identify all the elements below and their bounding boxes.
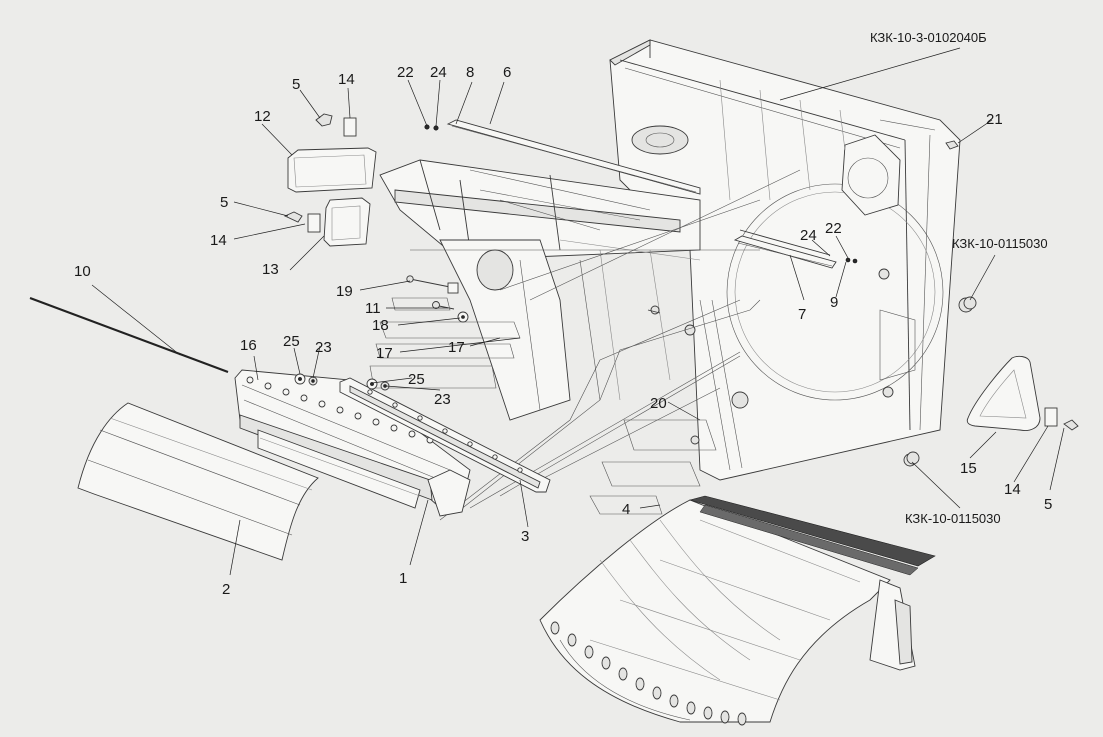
part-6-strip xyxy=(446,119,701,195)
callout-17a: 17 xyxy=(376,345,393,362)
callout-13: 13 xyxy=(262,261,279,278)
callout-17b: 17 xyxy=(448,339,465,356)
callout-25b: 25 xyxy=(408,371,425,388)
callout-3: 3 xyxy=(521,528,529,545)
callout-9: 9 xyxy=(830,294,838,311)
housing-frame xyxy=(609,39,974,481)
bolts-center xyxy=(406,275,661,323)
callout-12: 12 xyxy=(254,108,271,125)
wing-bolts-left xyxy=(283,113,357,233)
concave-grate xyxy=(539,495,936,726)
callout-2: 2 xyxy=(222,581,230,598)
assembly-code-labels: КЗК-10-3-0102040Б КЗК-10-0115030 КЗК-10-… xyxy=(870,30,1048,526)
callout-23b: 23 xyxy=(434,391,451,408)
hinge-knuckles xyxy=(246,376,434,444)
callout-18: 18 xyxy=(372,317,389,334)
part-2-shield xyxy=(77,402,319,561)
assembly-code-main: КЗК-10-3-0102040Б xyxy=(870,30,987,45)
callout-20: 20 xyxy=(650,395,667,412)
callout-21: 21 xyxy=(986,111,1003,128)
callout-14b: 14 xyxy=(210,232,227,249)
callout-5c: 5 xyxy=(1044,496,1052,513)
callout-10: 10 xyxy=(74,263,91,280)
callout-6: 6 xyxy=(503,64,511,81)
part-13-gasket-frame xyxy=(323,197,371,247)
callout-14a: 14 xyxy=(338,71,355,88)
concave-rollers xyxy=(550,621,747,726)
frame-structure xyxy=(379,159,701,445)
callout-24a: 24 xyxy=(430,64,447,81)
assembly-code-sub-lower: КЗК-10-0115030 xyxy=(905,511,1001,526)
part-3-bar xyxy=(339,377,551,493)
assembly-code-sub-upper: КЗК-10-0115030 xyxy=(952,236,1048,251)
washers-nuts xyxy=(294,373,390,391)
callout-1: 1 xyxy=(399,570,407,587)
callout-15: 15 xyxy=(960,460,977,477)
callout-14c: 14 xyxy=(1004,481,1021,498)
part-7-strip xyxy=(733,235,837,269)
callout-numbers: 1 2 3 4 5 5 5 6 7 8 9 10 11 12 13 14 14 … xyxy=(74,64,1052,598)
fasteners-upper xyxy=(424,124,977,465)
callout-19: 19 xyxy=(336,283,353,300)
callout-8: 8 xyxy=(466,64,474,81)
callout-11: 11 xyxy=(365,300,381,317)
leader-lines xyxy=(91,47,1065,576)
callout-16: 16 xyxy=(240,337,257,354)
callout-22a: 22 xyxy=(397,64,414,81)
part-1-beater-housing xyxy=(234,369,471,517)
callout-24b: 24 xyxy=(800,227,817,244)
callout-23a: 23 xyxy=(315,339,332,356)
callout-5a: 5 xyxy=(292,76,300,93)
callout-25a: 25 xyxy=(283,333,300,350)
part-15-gasket xyxy=(966,355,1079,431)
callout-4: 4 xyxy=(622,501,630,518)
callout-22b: 22 xyxy=(825,220,842,237)
part-12-gasket-frame xyxy=(287,147,377,193)
part-10-rod xyxy=(29,296,229,374)
callout-5b: 5 xyxy=(220,194,228,211)
callout-7: 7 xyxy=(798,306,806,323)
